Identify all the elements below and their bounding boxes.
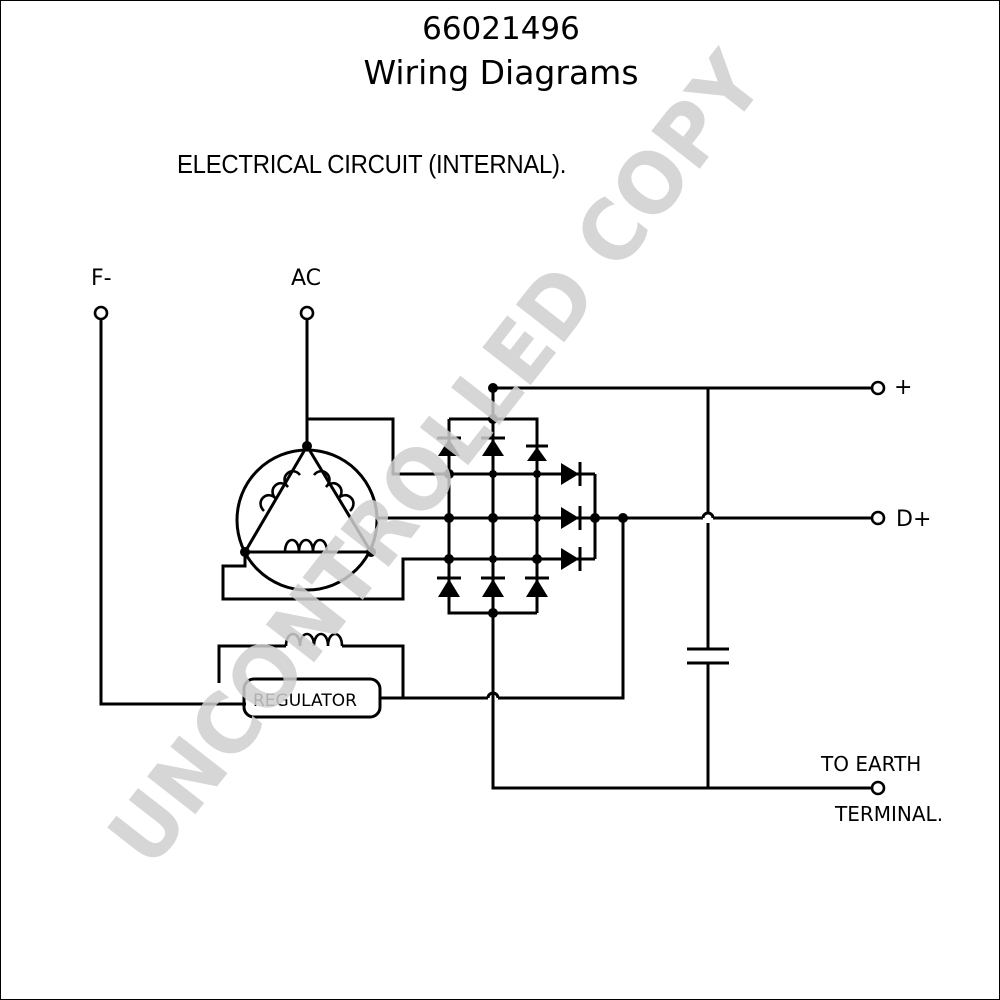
rectifier-bridge	[437, 383, 871, 618]
regulator: REGULATOR	[242, 677, 382, 719]
phase-wires	[221, 516, 449, 601]
regulator-label: REGULATOR	[253, 691, 357, 711]
terminal-earth	[870, 780, 886, 796]
earth-wire	[491, 613, 871, 790]
diode-upper-1	[438, 439, 460, 456]
coil-left	[259, 469, 302, 512]
coil-right	[312, 469, 355, 512]
label-earth-line2: TERMINAL.	[834, 802, 943, 826]
label-earth-line1: TO EARTH	[820, 752, 921, 776]
terminal-f-minus	[93, 305, 109, 321]
diode-upper-3	[527, 447, 547, 461]
page-title: Wiring Diagrams	[363, 53, 639, 92]
stator-winding	[235, 441, 379, 592]
diode-lower-1	[438, 579, 460, 597]
rotor-field-coil	[217, 632, 405, 698]
d-plus-wire	[379, 511, 871, 700]
terminal-plus	[870, 380, 886, 396]
coil-bottom	[283, 538, 329, 553]
diode-lower-2	[482, 579, 504, 597]
diode-exciter-2	[561, 507, 579, 529]
label-ac: AC	[291, 266, 321, 291]
label-f-minus: F-	[91, 266, 112, 291]
circuit-heading: ELECTRICAL CIRCUIT (INTERNAL).	[177, 149, 567, 179]
terminal-d-plus	[870, 510, 886, 526]
ac-wire	[305, 319, 449, 476]
f-minus-wire	[99, 319, 246, 706]
capacitor	[687, 388, 729, 788]
label-plus: +	[894, 375, 912, 400]
diode-upper-2	[482, 439, 504, 456]
watermark: UNCONTROLLED COPY	[90, 34, 784, 883]
label-d-plus: D+	[896, 507, 931, 532]
diode-lower-3	[526, 579, 548, 597]
terminal-ac	[299, 305, 315, 321]
diode-exciter-3	[561, 548, 579, 570]
diode-exciter-1	[561, 463, 579, 485]
part-number: 66021496	[422, 11, 580, 47]
